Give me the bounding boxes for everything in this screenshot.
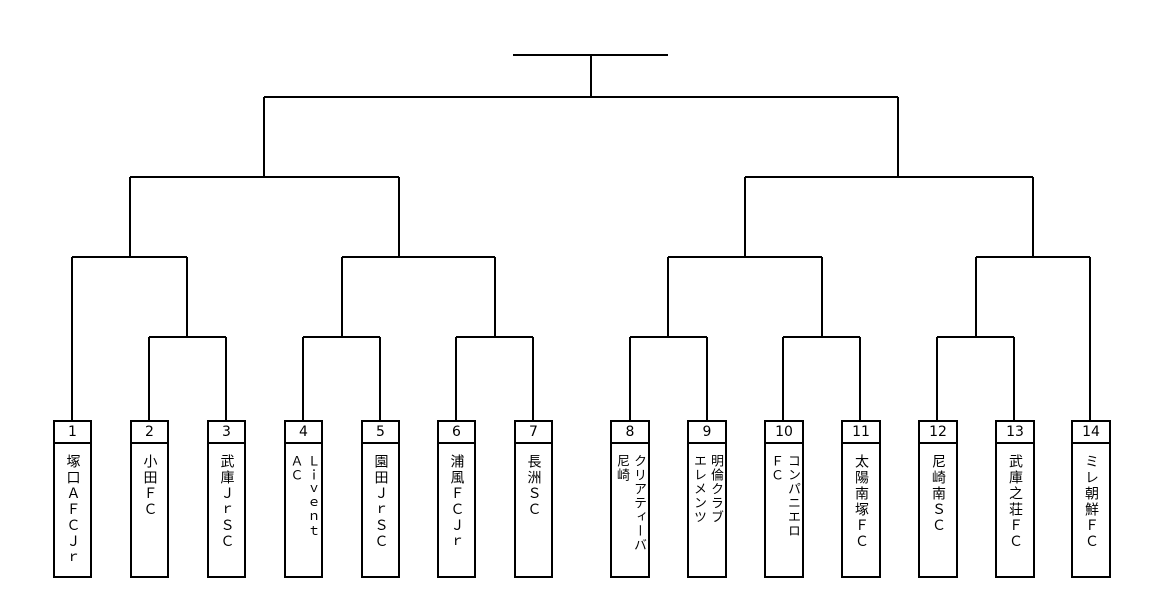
team-name: 小田ＦＣ (141, 454, 158, 518)
team-name: 武庫ＪｒＳＣ (218, 454, 235, 550)
team-name: 浦風ＦＣＪｒ (448, 454, 465, 550)
team-name: 尼崎南ＳＣ (930, 454, 946, 534)
team-name: 武庫之荘ＦＣ (1007, 454, 1023, 550)
team-seed: 7 (516, 422, 551, 444)
team-seed: 5 (363, 422, 398, 444)
team-seed: 2 (132, 422, 167, 444)
team-name: ミレ朝鮮ＦＣ (1083, 454, 1099, 550)
team-box-6: 6 浦風ＦＣＪｒ (437, 420, 476, 578)
team-box-11: 11 太陽南塚ＦＣ (841, 420, 881, 578)
team-box-5: 5 園田ＪｒＳＣ (361, 420, 400, 578)
team-name: 塚口ＡＦＣＪｒ (64, 454, 81, 566)
team-name: 明倫クラブ エレメンツ (691, 454, 723, 524)
team-name: クリアティーバ 尼崎 (614, 454, 646, 552)
team-box-8: 8 クリアティーバ 尼崎 (610, 420, 650, 578)
team-name: コンパニエロ ＦＣ (768, 454, 800, 538)
team-seed: 1 (55, 422, 90, 444)
team-box-1: 1 塚口ＡＦＣＪｒ (53, 420, 92, 578)
team-seed: 4 (286, 422, 321, 444)
team-box-12: 12 尼崎南ＳＣ (918, 420, 958, 578)
team-seed: 12 (920, 422, 956, 444)
team-name: Ｌｉｖｅｎｔ ＡＣ (287, 454, 320, 538)
team-name: 太陽南塚ＦＣ (853, 454, 869, 550)
team-seed: 11 (843, 422, 879, 444)
team-box-7: 7 長洲ＳＣ (514, 420, 553, 578)
team-seed: 10 (766, 422, 802, 444)
team-box-14: 14 ミレ朝鮮ＦＣ (1071, 420, 1111, 578)
team-seed: 13 (997, 422, 1033, 444)
team-name: 園田ＪｒＳＣ (372, 454, 389, 550)
team-box-2: 2 小田ＦＣ (130, 420, 169, 578)
team-seed: 8 (612, 422, 648, 444)
team-name: 長洲ＳＣ (525, 454, 542, 518)
team-seed: 6 (439, 422, 474, 444)
team-box-4: 4 Ｌｉｖｅｎｔ ＡＣ (284, 420, 323, 578)
team-seed: 9 (689, 422, 725, 444)
team-box-13: 13 武庫之荘ＦＣ (995, 420, 1035, 578)
team-seed: 3 (209, 422, 244, 444)
team-seed: 14 (1073, 422, 1109, 444)
team-box-10: 10 コンパニエロ ＦＣ (764, 420, 804, 578)
team-box-9: 9 明倫クラブ エレメンツ (687, 420, 727, 578)
team-box-3: 3 武庫ＪｒＳＣ (207, 420, 246, 578)
